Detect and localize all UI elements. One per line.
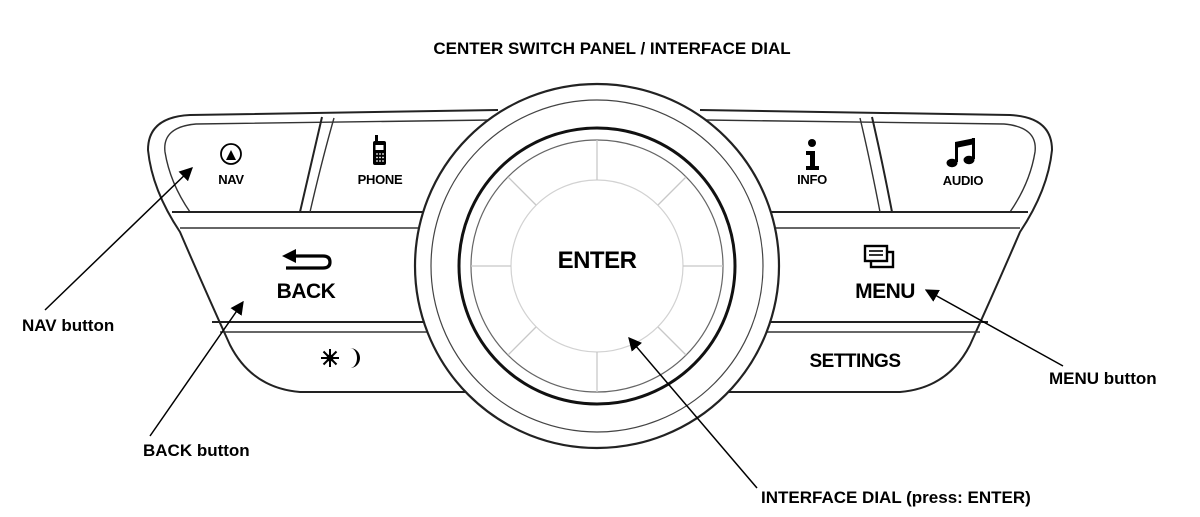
menu-button[interactable]: MENU [855,244,915,303]
brightness-button[interactable] [321,348,360,368]
compass-icon [220,143,242,165]
right-button-panel [699,109,1054,393]
nav-callout: NAV button [22,167,193,335]
back-label: BACK [277,280,336,303]
diagram-title: CENTER SWITCH PANEL / INTERFACE DIAL [433,39,790,58]
dial-callout-label: INTERFACE DIAL (press: ENTER) [761,488,1031,507]
back-leader-line [149,300,244,437]
menu-leader-line [924,289,1064,367]
menu-callout-label: MENU button [1049,369,1157,388]
phone-button[interactable]: PHONE [358,135,403,187]
info-label: INFO [797,172,827,187]
info-icon [806,139,819,170]
interface-dial[interactable]: ENTER [413,82,781,450]
music-note-icon [946,138,975,168]
phone-label: PHONE [358,172,403,187]
enter-label: ENTER [558,247,637,274]
dial-leader-line [628,336,758,489]
menu-pages-icon [863,244,895,269]
menu-label: MENU [855,280,915,303]
audio-button[interactable]: AUDIO [943,138,984,188]
nav-label: NAV [218,172,244,187]
settings-button[interactable]: SETTINGS [809,351,901,372]
back-callout-label: BACK button [143,441,250,460]
dial-callout: INTERFACE DIAL (press: ENTER) [628,336,1031,507]
back-arrow-icon [282,249,332,270]
back-callout: BACK button [143,300,250,460]
left-button-panel [146,109,499,393]
audio-label: AUDIO [943,173,984,188]
nav-callout-label: NAV button [22,316,114,335]
menu-callout: MENU button [924,289,1157,388]
back-button[interactable]: BACK [277,249,336,303]
mobile-phone-icon [373,135,386,165]
settings-label: SETTINGS [809,351,900,372]
sun-moon-icon [321,348,360,368]
info-button[interactable]: INFO [797,139,827,187]
nav-button[interactable]: NAV [218,143,245,187]
nav-leader-line [44,167,193,311]
